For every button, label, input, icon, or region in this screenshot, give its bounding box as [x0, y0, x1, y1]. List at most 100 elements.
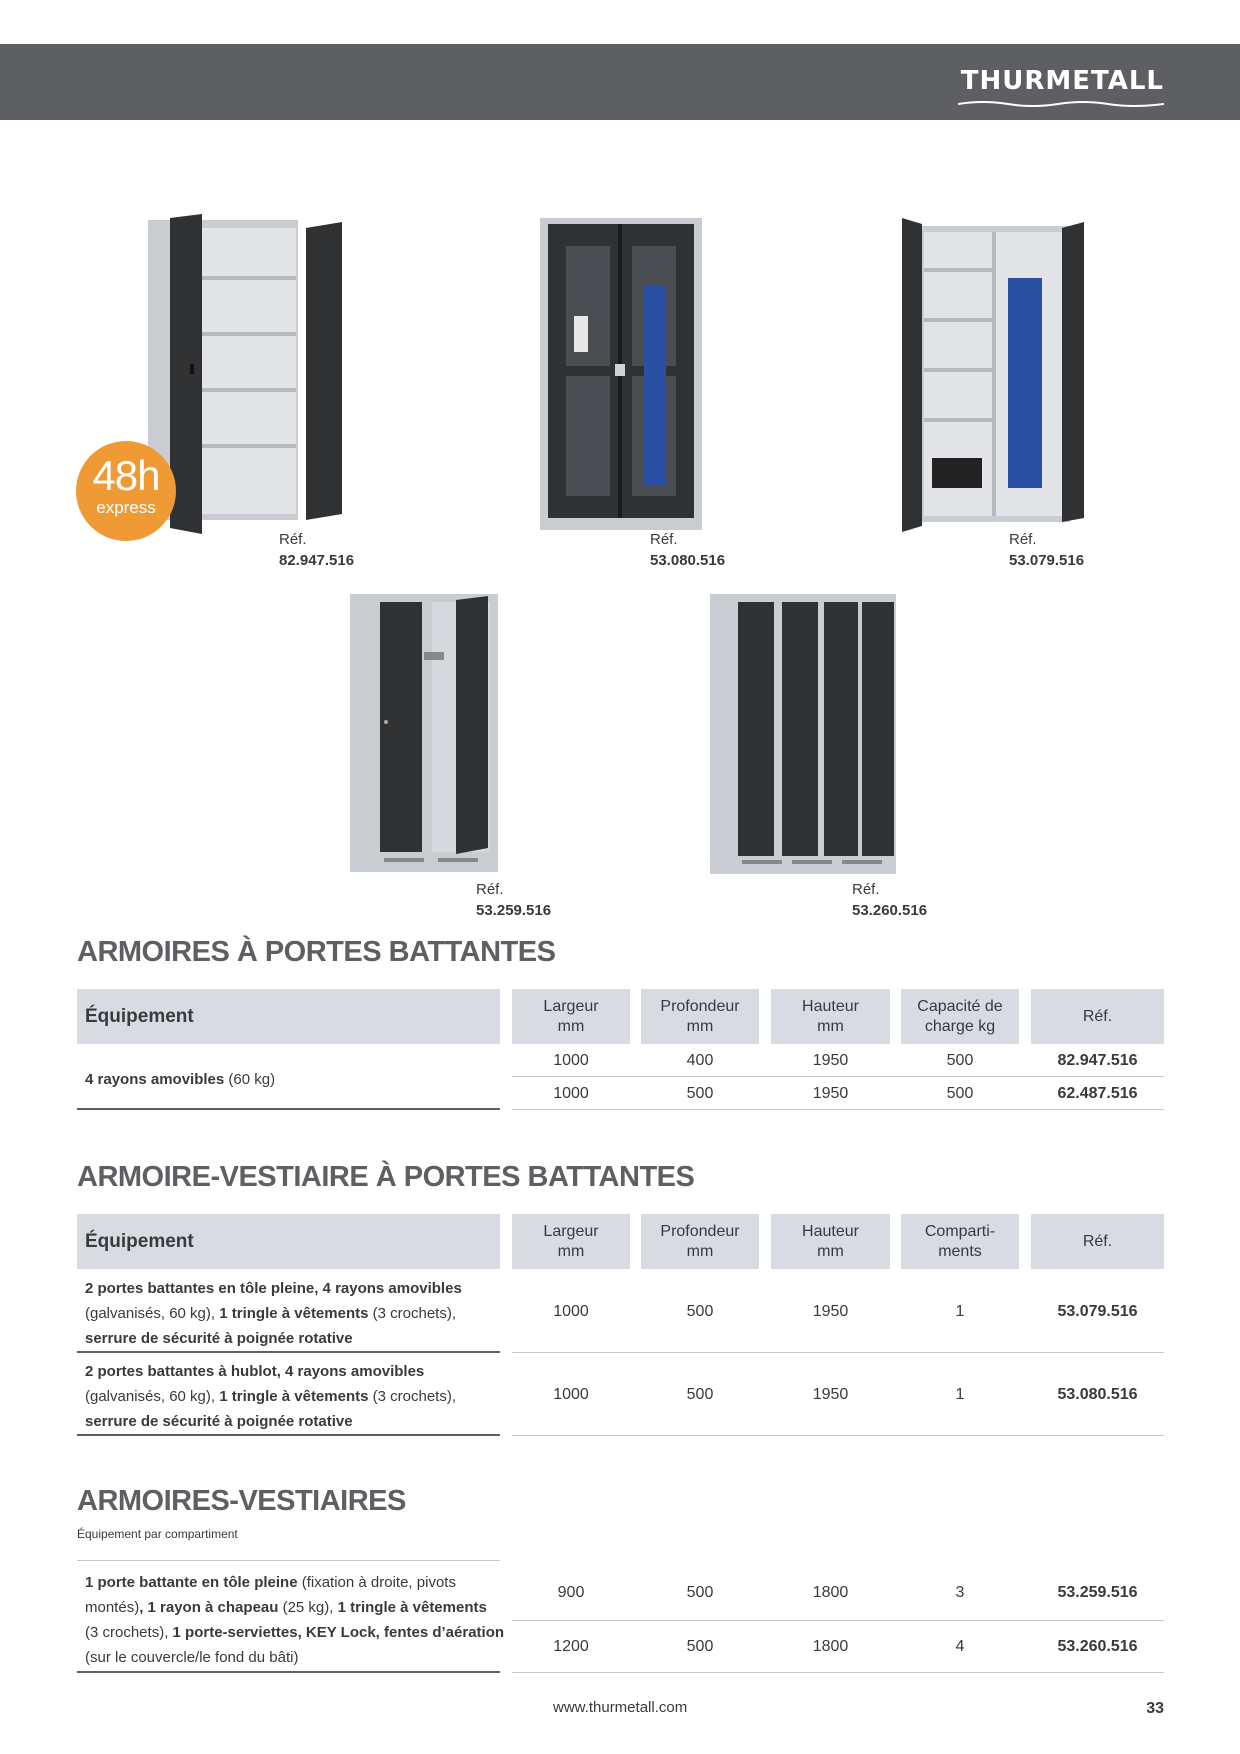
product-ref: Réf. 53.079.516: [1009, 529, 1084, 571]
desc-part: (3 crochets),: [368, 1305, 456, 1322]
header-bar: THURMETALL: [0, 44, 1240, 120]
cell-hauteur: 1950: [812, 1085, 849, 1102]
ref-number: 53.079.516: [1009, 552, 1085, 569]
table-header-largeur: Largeur mm: [512, 1214, 630, 1269]
cell-largeur: 1200: [553, 1638, 589, 1655]
cell-hauteur: 1800: [812, 1584, 849, 1601]
desc-part: (fixation à droite, pivots: [297, 1574, 456, 1591]
cell-ref: 53.259.516: [1057, 1584, 1138, 1601]
cabinet-open-shelves-image: [148, 214, 342, 534]
table-header-equipement: Équipement: [77, 989, 500, 1044]
table-bottom-rule: [512, 1435, 1164, 1436]
table-bottom-rule: [512, 1109, 1164, 1110]
desc-line: 2 portes battantes à hublot, 4 rayons am…: [85, 1363, 425, 1380]
desc-bold: 4 rayons amovibles: [85, 1071, 225, 1088]
row-divider: [512, 1076, 1164, 1077]
product-image-53259516: [348, 592, 502, 881]
ref-number: 53.080.516: [650, 552, 726, 569]
cell-largeur: 900: [557, 1584, 585, 1601]
cell-hauteur: 1950: [812, 1052, 849, 1069]
product-ref: Réf. 82.947.516: [279, 529, 354, 571]
cabinet-window-doors-image: [540, 218, 702, 530]
product-ref: Réf. 53.259.516: [476, 879, 551, 921]
desc-bold: 1 tringle à vêtements: [219, 1305, 369, 1322]
ref-label: Réf.: [279, 531, 307, 548]
table-header-largeur: Largeur mm: [512, 989, 630, 1044]
table-row-description: 1 porte battante en tôle pleine (fixatio…: [85, 1570, 504, 1670]
table-header-ref: Réf.: [1031, 1214, 1164, 1269]
cell-profondeur: 400: [686, 1052, 714, 1069]
desc-line: serrure de sécurité à poignée rotative: [85, 1413, 353, 1430]
product-image-53079516: [902, 218, 1086, 537]
table-header-capacite: Capacité de charge kg: [901, 989, 1019, 1044]
product-image-53260516: [708, 592, 898, 883]
desc-rest: (60 kg): [224, 1071, 276, 1088]
table-bottom-rule: [77, 1434, 500, 1436]
subnote-rule: [77, 1560, 500, 1561]
cell-capacite: 500: [946, 1085, 974, 1102]
desc-part: (3 crochets),: [85, 1624, 173, 1641]
cell-profondeur: 500: [686, 1584, 714, 1601]
desc-bold: 1 porte-serviettes, KEY Lock, fentes d’a…: [172, 1624, 505, 1641]
product-ref: Réf. 53.080.516: [650, 529, 725, 571]
ref-label: Réf.: [852, 881, 880, 898]
cell-largeur: 1000: [553, 1085, 589, 1102]
table-row-description: 2 portes battantes à hublot, 4 rayons am…: [85, 1359, 456, 1434]
brand-logo-wave: [958, 101, 1164, 107]
desc-bold: 1 tringle à vêtements: [219, 1388, 369, 1405]
brand-logo: THURMETALL: [960, 66, 1164, 96]
row-divider: [512, 1620, 1164, 1621]
table-header-profondeur: Profondeur mm: [641, 989, 759, 1044]
cell-profondeur: 500: [686, 1386, 714, 1403]
cell-capacite: 500: [946, 1052, 974, 1069]
desc-bold: 1 tringle à vêtements: [337, 1599, 487, 1616]
badge-small-text: express: [96, 498, 156, 517]
desc-part: (3 crochets),: [368, 1388, 456, 1405]
section-title-armoire-vestiaire-portes-battantes: ARMOIRE-VESTIAIRE À PORTES BATTANTES: [77, 1161, 695, 1193]
table-header-ref: Réf.: [1031, 989, 1164, 1044]
section-title-armoires-portes-battantes: ARMOIRES À PORTES BATTANTES: [77, 936, 556, 968]
table-bottom-rule: [512, 1672, 1164, 1673]
cell-largeur: 1000: [553, 1386, 589, 1403]
cell-ref: 53.260.516: [1057, 1638, 1138, 1655]
ref-label: Réf.: [1009, 531, 1037, 548]
row-divider: [77, 1351, 500, 1353]
cell-largeur: 1000: [553, 1052, 589, 1069]
table-header-equipement: Équipement: [77, 1214, 500, 1269]
cell-ref: 62.487.516: [1057, 1085, 1138, 1102]
locker-four-compartments-image: [710, 594, 896, 874]
badge-big-text: 48h: [92, 452, 160, 499]
table-row-description: 4 rayons amovibles (60 kg): [85, 1067, 275, 1092]
row-divider: [512, 1352, 1164, 1353]
table-row-description: 2 portes battantes en tôle pleine, 4 ray…: [85, 1276, 462, 1351]
cell-ref: 82.947.516: [1057, 1052, 1138, 1069]
ref-number: 82.947.516: [279, 552, 355, 569]
table-header-profondeur: Profondeur mm: [641, 1214, 759, 1269]
table-header-hauteur: Hauteur mm: [771, 1214, 890, 1269]
section-title-armoires-vestiaires: ARMOIRES-VESTIAIRES: [77, 1485, 406, 1517]
table-header-compartiments: Comparti- ments: [901, 1214, 1019, 1269]
table-header-hauteur: Hauteur mm: [771, 989, 890, 1044]
product-image-82947516: [146, 214, 346, 539]
desc-part: (galvanisés, 60 kg),: [85, 1388, 220, 1405]
table-bottom-rule: [77, 1108, 500, 1110]
cell-ref: 53.080.516: [1057, 1386, 1138, 1403]
cell-profondeur: 500: [686, 1085, 714, 1102]
cell-profondeur: 500: [686, 1303, 714, 1320]
desc-bold: , 1 rayon à chapeau: [139, 1599, 279, 1616]
footer-website[interactable]: www.thurmetall.com: [553, 1699, 688, 1716]
cell-profondeur: 500: [686, 1638, 714, 1655]
desc-part: montés): [85, 1599, 140, 1616]
page-number: 33: [1146, 1700, 1164, 1717]
cell-compartiments: 3: [955, 1584, 965, 1601]
ref-number: 53.260.516: [852, 902, 928, 919]
express-badge: 48h express: [76, 441, 176, 541]
desc-line: 2 portes battantes en tôle pleine, 4 ray…: [85, 1280, 462, 1297]
ref-label: Réf.: [476, 881, 504, 898]
cell-hauteur: 1800: [812, 1638, 849, 1655]
product-image-53080516: [538, 216, 704, 537]
cell-hauteur: 1950: [812, 1303, 849, 1320]
table-bottom-rule: [77, 1671, 500, 1673]
desc-bold: 1 porte battante en tôle pleine: [85, 1574, 298, 1591]
cell-compartiments: 1: [955, 1386, 965, 1403]
